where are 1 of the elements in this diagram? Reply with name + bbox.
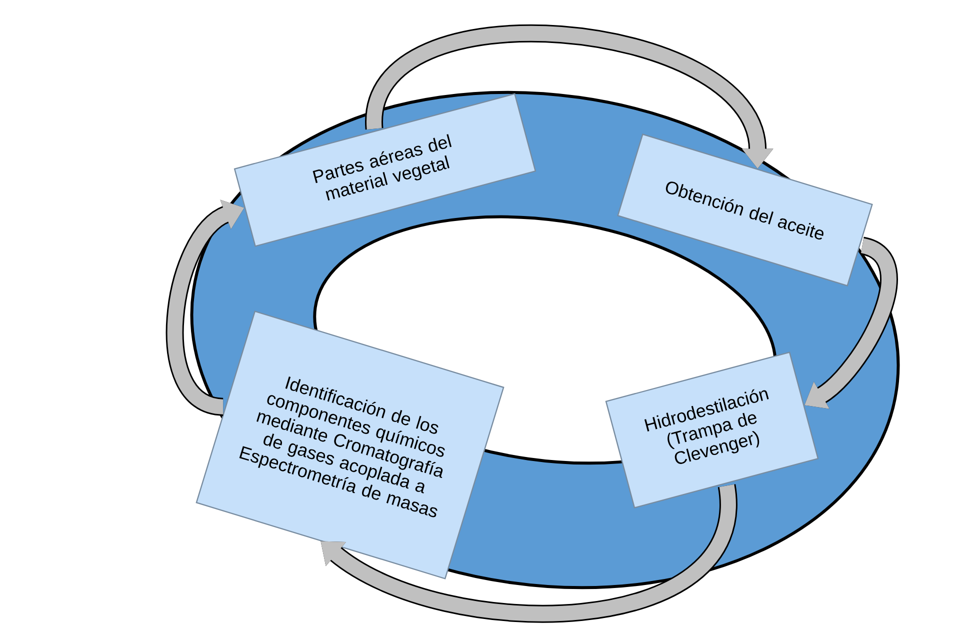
process-box: Partes aéreas del material vegetal — [234, 93, 536, 247]
